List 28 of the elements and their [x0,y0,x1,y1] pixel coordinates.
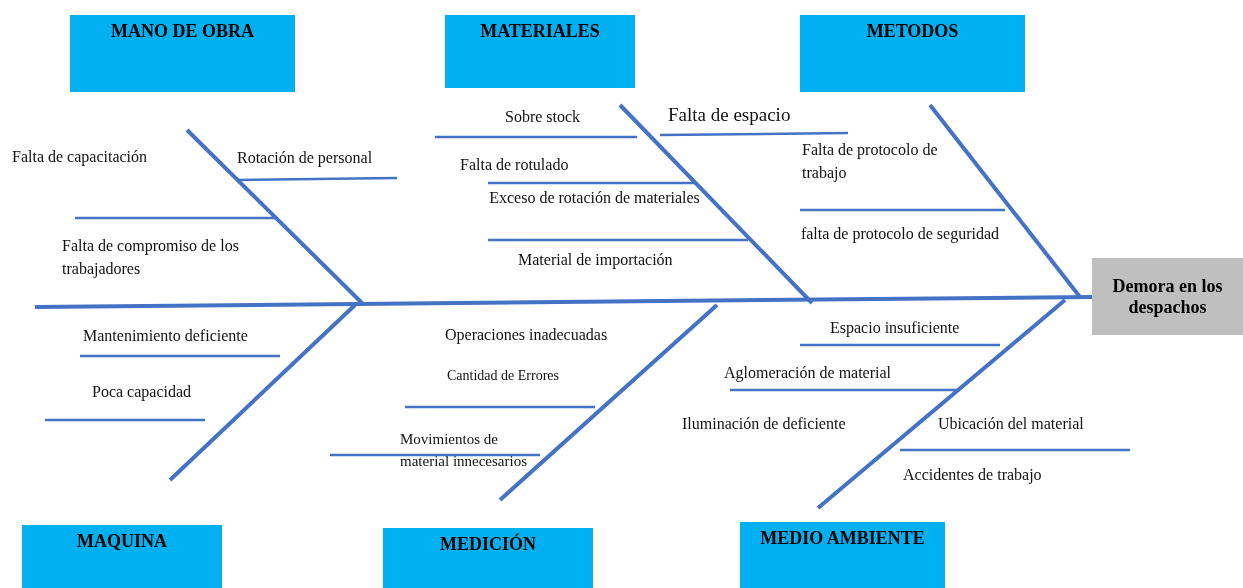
category-box: MEDIO AMBIENTE [740,522,945,588]
cause-label: Accidentes de trabajo [903,465,1042,486]
cause-label: Cantidad de Errores [447,367,559,385]
cause-label: falta de protocolo de seguridad [800,224,1000,245]
cause-label: Falta de protocolo de trabajo [802,140,939,184]
cause-label: Poca capacidad [92,382,192,403]
spine-line [35,295,1092,309]
cause-label: Mantenimiento deficiente [83,326,248,346]
cause-label: Aglomeración de material [724,363,892,384]
cause-label: Iluminación de deficiente [682,414,846,434]
cause-label: Ubicación del material [938,414,1084,434]
cause-label: Exceso de rotación de materiales [488,188,701,208]
cause-label: Espacio insuficiente [830,318,960,339]
cause-label: Movimientos de material innecesarios [400,430,529,471]
cause-label: Falta de capacitación [12,147,148,168]
cause-label: Sobre stock [505,107,581,127]
cause-label: Operaciones inadecuadas [445,325,608,346]
category-box: MATERIALES [445,15,635,88]
cause-label: Material de importación [518,250,673,271]
cause-label: Falta de compromiso de los trabajadores [62,236,240,280]
cause-label: Falta de rotulado [460,155,569,175]
cause-label: Falta de espacio [668,103,791,127]
category-box: MANO DE OBRA [70,15,295,92]
category-box: METODOS [800,15,1025,92]
effect-box: Demora en los despachos [1092,258,1243,335]
category-box: MEDICIÓN [383,528,593,588]
cause-label: Rotación de personal [237,148,373,169]
category-box: MAQUINA [22,525,222,588]
